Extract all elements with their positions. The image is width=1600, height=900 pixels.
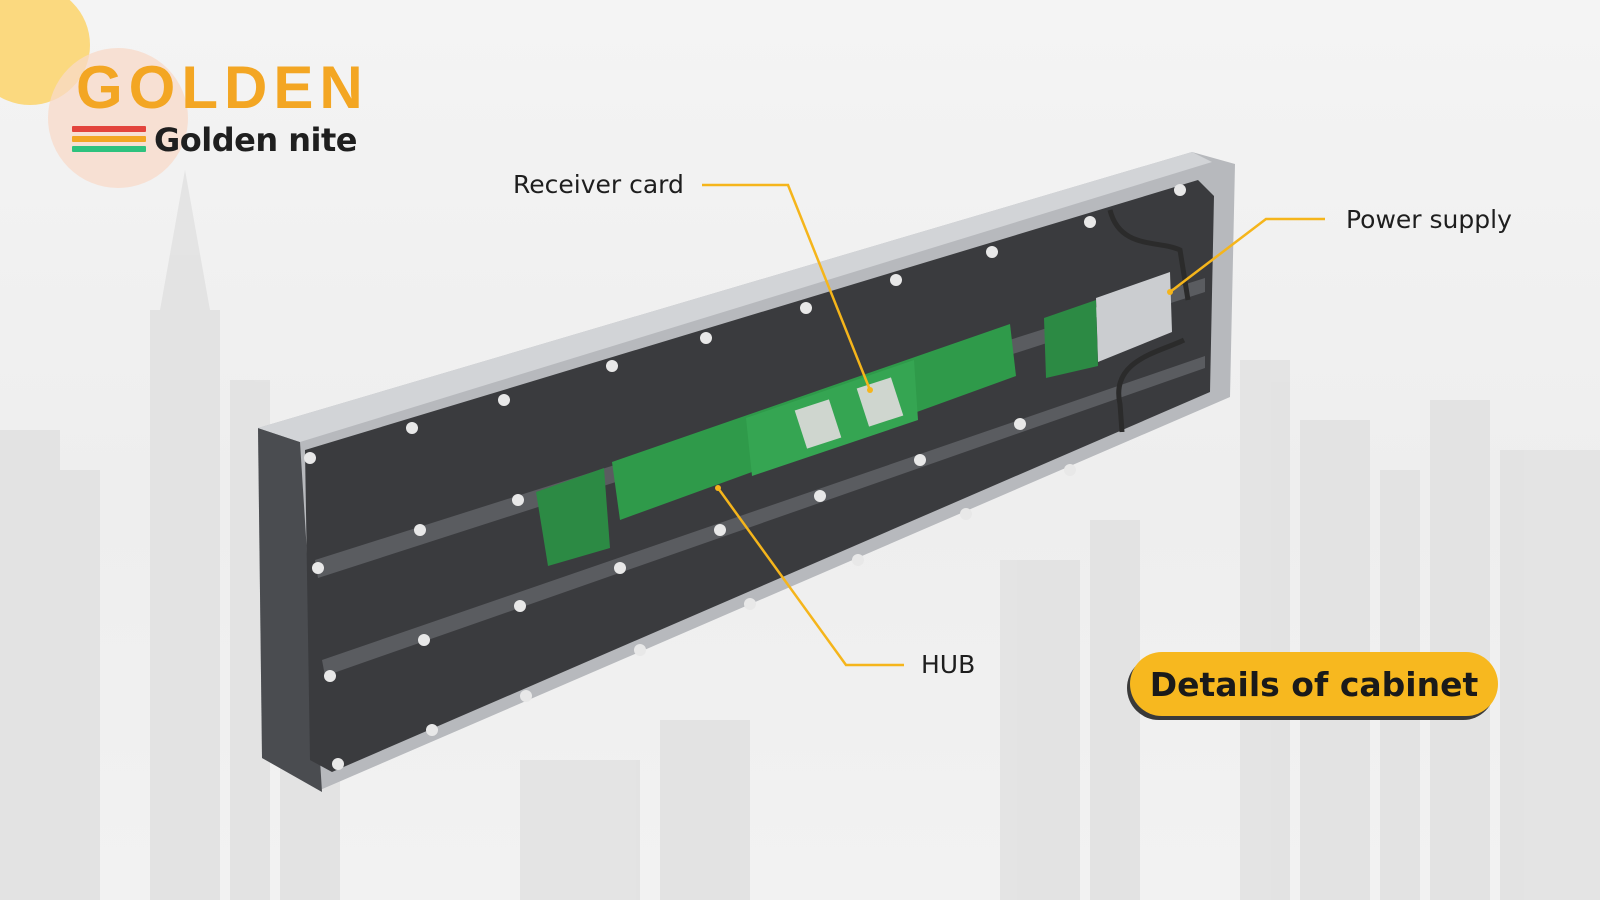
brand-name: Golden nite [154, 121, 358, 159]
stripe-orange [72, 136, 146, 142]
power-cable [1107, 209, 1191, 301]
brand-stripes-logo [72, 126, 146, 156]
power-cable [1116, 337, 1186, 433]
hub-label: HUB [921, 650, 976, 679]
details-badge-text: Details of cabinet [1149, 664, 1479, 704]
details-badge: Details of cabinet [1130, 652, 1498, 716]
power-supply-connector [1044, 300, 1098, 378]
power-supply [1096, 272, 1172, 362]
receiver-card-label: Receiver card [513, 170, 684, 199]
receiver-card-chip [794, 399, 842, 449]
cabinet-interior [305, 180, 1214, 772]
stripe-green [72, 146, 146, 152]
cabinet-side-edge [258, 428, 322, 792]
hub-board-connector [536, 468, 610, 566]
cabinet-top-edge [258, 152, 1212, 442]
receiver-card-leader-line [702, 183, 872, 391]
power-supply-label: Power supply [1346, 205, 1512, 234]
cabinet-rail [322, 356, 1205, 676]
stripe-red [72, 126, 146, 132]
hub-leader-line [716, 487, 904, 667]
brand-wordmark-logo: GOLDEN [76, 54, 369, 121]
power-supply-leader-line [1169, 217, 1325, 293]
